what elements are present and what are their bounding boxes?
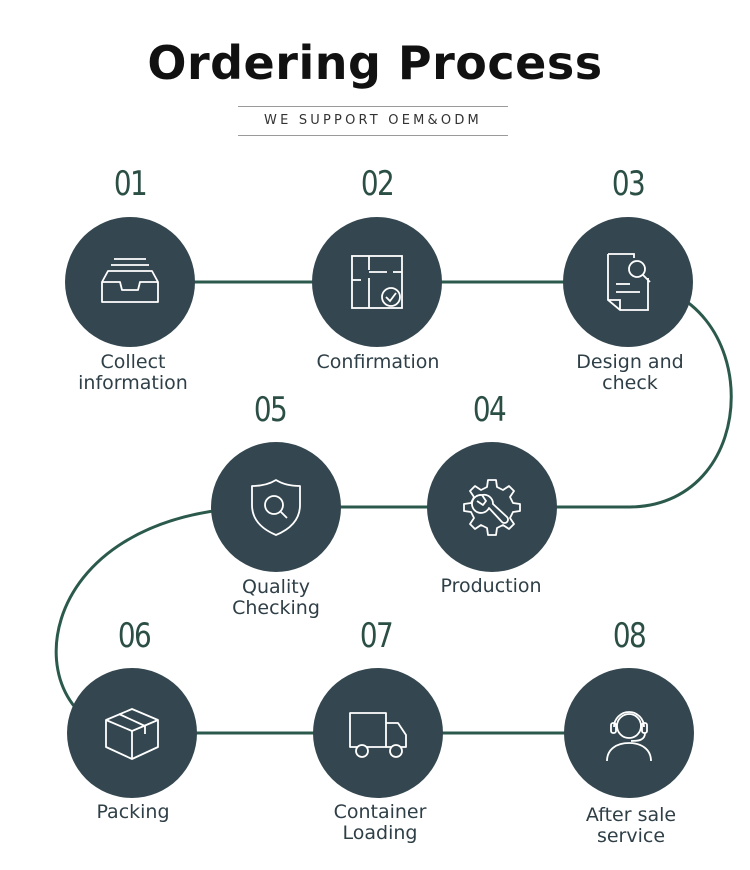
step-label: Collect information [78, 351, 188, 394]
step-number: 05 [253, 390, 288, 430]
step-circle [427, 442, 557, 572]
step-label: Design and check [576, 351, 684, 394]
step-number: 08 [612, 616, 647, 656]
step-circle [313, 668, 443, 798]
box-icon [105, 708, 159, 760]
step-label: Production [440, 575, 542, 597]
step-number: 07 [359, 616, 394, 656]
shield-search-icon [251, 479, 301, 536]
step-circle [211, 442, 341, 572]
step-label: Container Loading [333, 801, 427, 844]
step-label: Packing [96, 801, 170, 823]
headset-agent-icon [606, 711, 652, 762]
floor-plan-check-icon [351, 255, 403, 309]
step-circle [563, 217, 693, 347]
step-number: 03 [611, 164, 646, 204]
gear-wrench-icon [463, 479, 521, 536]
step-label: After sale service [585, 804, 677, 847]
step-circle [65, 217, 195, 347]
step-number: 04 [472, 390, 507, 430]
step-number: 06 [117, 616, 152, 656]
page-subtitle: WE SUPPORT OEM&ODM [238, 106, 508, 136]
step-number: 01 [113, 164, 148, 204]
inbox-tray-icon [101, 258, 159, 303]
step-circle [312, 217, 442, 347]
step-circle [67, 668, 197, 798]
step-number: 02 [360, 164, 395, 204]
step-label: Quality Checking [232, 576, 320, 619]
truck-icon [349, 712, 407, 758]
document-search-icon [607, 253, 651, 311]
step-label: Confirmation [316, 351, 440, 373]
step-circle [564, 668, 694, 798]
page-title: Ordering Process [147, 36, 603, 90]
